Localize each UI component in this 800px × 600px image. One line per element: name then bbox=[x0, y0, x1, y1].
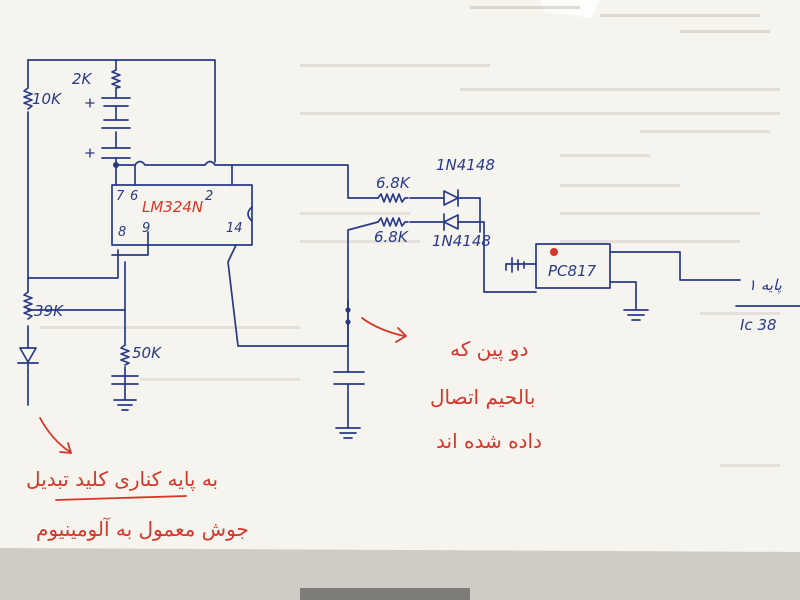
wires-left bbox=[27, 59, 233, 406]
pin-14: 14 bbox=[226, 221, 243, 236]
label-6k8-a: 6.8K bbox=[376, 174, 411, 192]
sensor-pin-top bbox=[345, 307, 351, 313]
bleed-through-text bbox=[40, 6, 780, 467]
capacitor-c3 bbox=[111, 375, 139, 385]
pin-8: 8 bbox=[118, 225, 126, 240]
note-switch-line2: جوش معمول به آلومینیوم bbox=[36, 516, 249, 541]
ground-symbol-middle bbox=[335, 427, 361, 439]
resistor-50k bbox=[120, 344, 130, 366]
ic-lm324n bbox=[111, 184, 253, 246]
note-pin-1: پایه ۱ bbox=[748, 276, 782, 294]
note-sensor-line1: دو پین که bbox=[450, 337, 528, 362]
resistor-6k8-a bbox=[377, 193, 409, 203]
wires-middle bbox=[227, 164, 537, 429]
label-50k: 50K bbox=[132, 344, 162, 362]
capacitor-c1 bbox=[85, 97, 131, 129]
label-10k: 10K bbox=[32, 90, 62, 108]
junction-dot-1 bbox=[113, 162, 119, 168]
ground-symbol-opto-left bbox=[511, 257, 525, 273]
ic-pc817 bbox=[535, 243, 611, 289]
paper-shadow-bottom bbox=[0, 548, 800, 600]
pin-6: 6 bbox=[130, 189, 138, 204]
resistor-6k8-b bbox=[377, 217, 409, 227]
footer-print-fragment bbox=[300, 588, 470, 600]
resistor-10k bbox=[23, 87, 33, 110]
note-switch-line1: به پایه کناری کلید تبدیل bbox=[26, 467, 218, 492]
label-39k: 39K bbox=[34, 302, 64, 320]
label-2k: 2K bbox=[72, 70, 93, 88]
label-1n4148-a: 1N4148 bbox=[436, 156, 495, 174]
label-6k8-b: 6.8K bbox=[374, 228, 409, 246]
diode-1n4148-b bbox=[443, 213, 471, 231]
sensor-pin-bottom bbox=[345, 319, 351, 325]
note-sensor-line2: بالحیم اتصال bbox=[430, 385, 535, 409]
red-arrow-switch bbox=[39, 417, 72, 454]
note-sensor-line3: داده شده اند bbox=[436, 429, 542, 453]
resistor-2k bbox=[111, 69, 121, 89]
pin-2: 2 bbox=[205, 189, 213, 204]
capacitor-c4 bbox=[333, 371, 365, 385]
diode-left bbox=[17, 341, 39, 373]
pin-9: 9 bbox=[142, 221, 150, 236]
label-lm324n: LM324N bbox=[142, 198, 203, 216]
wires-right bbox=[505, 251, 741, 311]
pin-7: 7 bbox=[116, 189, 125, 204]
red-underline-switch bbox=[55, 495, 187, 501]
ground-symbol-left bbox=[113, 399, 137, 411]
label-1n4148-b: 1N4148 bbox=[432, 232, 491, 250]
resistor-39k bbox=[23, 291, 33, 320]
red-arrow-sensor bbox=[361, 317, 407, 343]
paper-fold-top-right bbox=[540, 0, 600, 18]
ground-symbol-opto-right bbox=[623, 309, 649, 321]
capacitor-c2 bbox=[85, 147, 131, 159]
label-pc817: PC817 bbox=[548, 262, 597, 280]
note-ic38: Ic 38 bbox=[740, 316, 777, 334]
diode-1n4148-a bbox=[443, 189, 471, 207]
